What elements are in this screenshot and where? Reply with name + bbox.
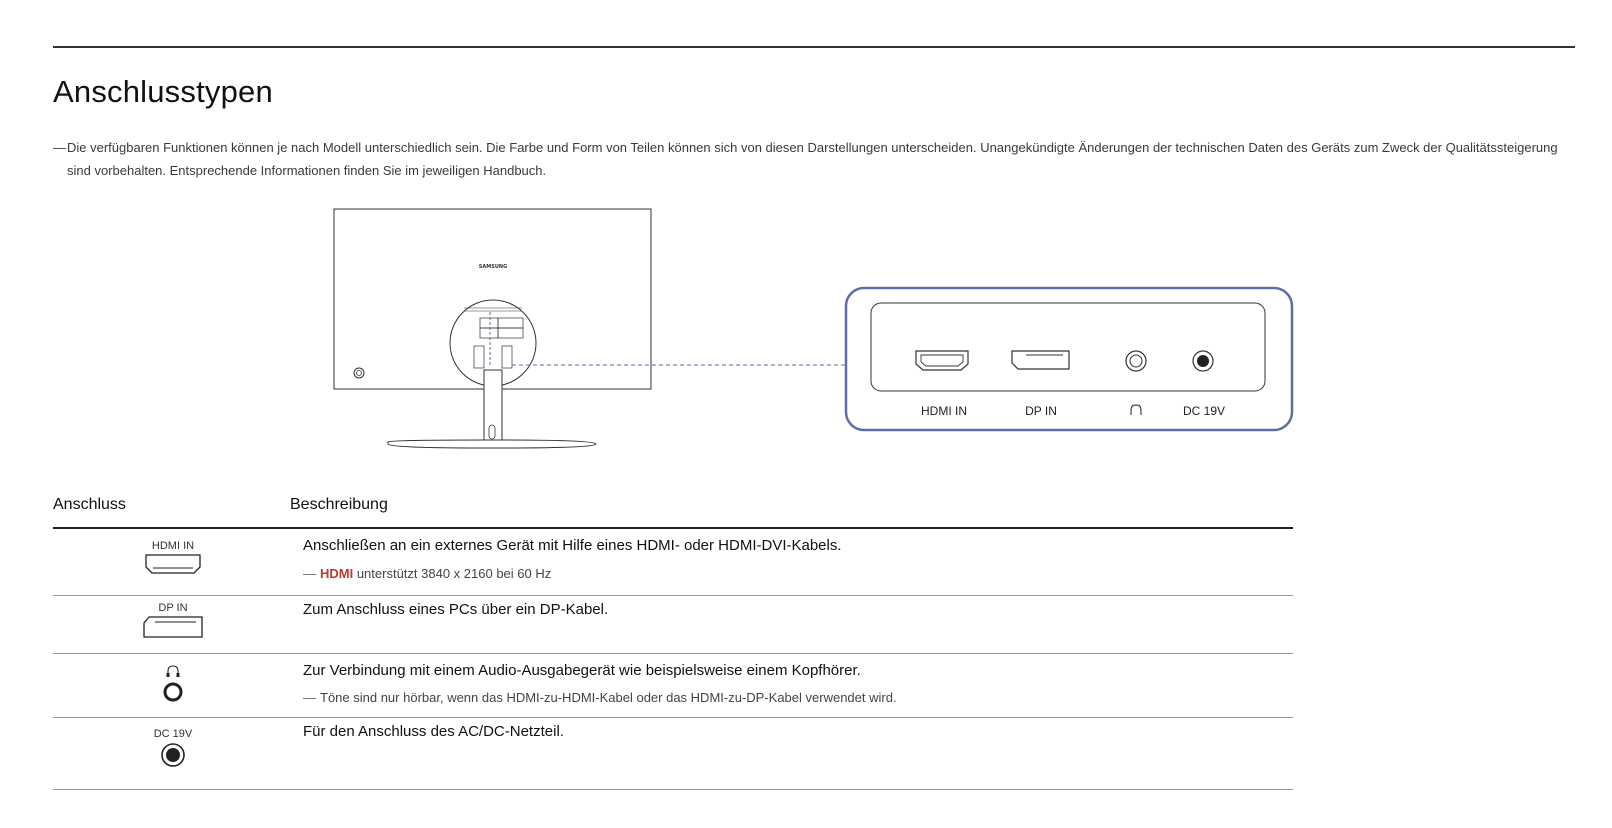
row-description: Zur Verbindung mit einem Audio-Ausgabege… xyxy=(303,662,861,679)
port-cell-dp: DP IN xyxy=(108,602,238,645)
table-row-dp: DP IN Zum Anschluss eines PCs über ein D… xyxy=(53,596,1293,654)
port-cell-hdmi: HDMI IN xyxy=(108,540,238,581)
row-note-text: Töne sind nur hörbar, wenn das HDMI-zu-H… xyxy=(320,690,897,705)
top-divider xyxy=(53,46,1575,48)
row-note: ― HDMI unterstützt 3840 x 2160 bei 60 Hz xyxy=(303,566,551,581)
port-cell-dc: DC 19V xyxy=(108,728,238,775)
table-row-dc: DC 19V Für den Anschluss des AC/DC-Netzt… xyxy=(53,718,1293,790)
callout-label-headphone-icon xyxy=(1130,404,1142,415)
hdmi-port-icon xyxy=(915,350,969,371)
note-dash-mark: ― xyxy=(303,566,316,581)
row-description: Anschließen an ein externes Gerät mit Hi… xyxy=(303,537,842,554)
callout-label-dp: DP IN xyxy=(1025,404,1057,418)
row-description: Für den Anschluss des AC/DC-Netzteil. xyxy=(303,723,564,740)
port-label: HDMI IN xyxy=(151,540,195,552)
headphone-jack-icon xyxy=(1125,350,1147,372)
monitor-brand-logo: SAMSUNG xyxy=(479,264,507,270)
dc-jack-icon xyxy=(1192,350,1214,372)
port-label: DC 19V xyxy=(153,728,193,740)
port-label: DP IN xyxy=(158,602,188,614)
note-dash: ― xyxy=(53,140,66,155)
row-description: Zum Anschluss eines PCs über ein DP-Kabe… xyxy=(303,601,609,618)
table-row-headphone: Zur Verbindung mit einem Audio-Ausgabege… xyxy=(53,654,1293,718)
dc-power-icon xyxy=(161,743,185,767)
table-row-hdmi: HDMI IN Anschließen an ein externes Gerä… xyxy=(53,529,1293,596)
hdmi-port-icon xyxy=(145,554,201,574)
note-dash-mark: ― xyxy=(303,690,316,705)
page-title: Anschlusstypen xyxy=(53,74,273,109)
power-button-icon xyxy=(353,367,365,379)
row-note-text: unterstützt 3840 x 2160 bei 60 Hz xyxy=(353,566,552,581)
headphone-icon xyxy=(163,665,183,702)
callout-label-dc: DC 19V xyxy=(1183,404,1225,418)
callout-label-hdmi: HDMI IN xyxy=(921,404,967,418)
header-divider xyxy=(53,527,1293,529)
stand-neck xyxy=(483,369,503,441)
row-note: ― Töne sind nur hörbar, wenn das HDMI-zu-… xyxy=(303,690,897,705)
port-panel xyxy=(870,302,1266,392)
note-text: Die verfügbaren Funktionen können je nac… xyxy=(67,140,1558,178)
port-cell-headphone xyxy=(108,664,238,709)
displayport-icon xyxy=(1011,350,1070,370)
header-port: Anschluss xyxy=(53,496,126,513)
displayport-icon xyxy=(143,616,203,638)
availability-note: ―Die verfügbaren Funktionen können je na… xyxy=(53,136,1583,182)
header-description: Beschreibung xyxy=(290,496,388,513)
stand-base xyxy=(387,439,597,449)
hdmi-highlight: HDMI xyxy=(320,566,354,581)
